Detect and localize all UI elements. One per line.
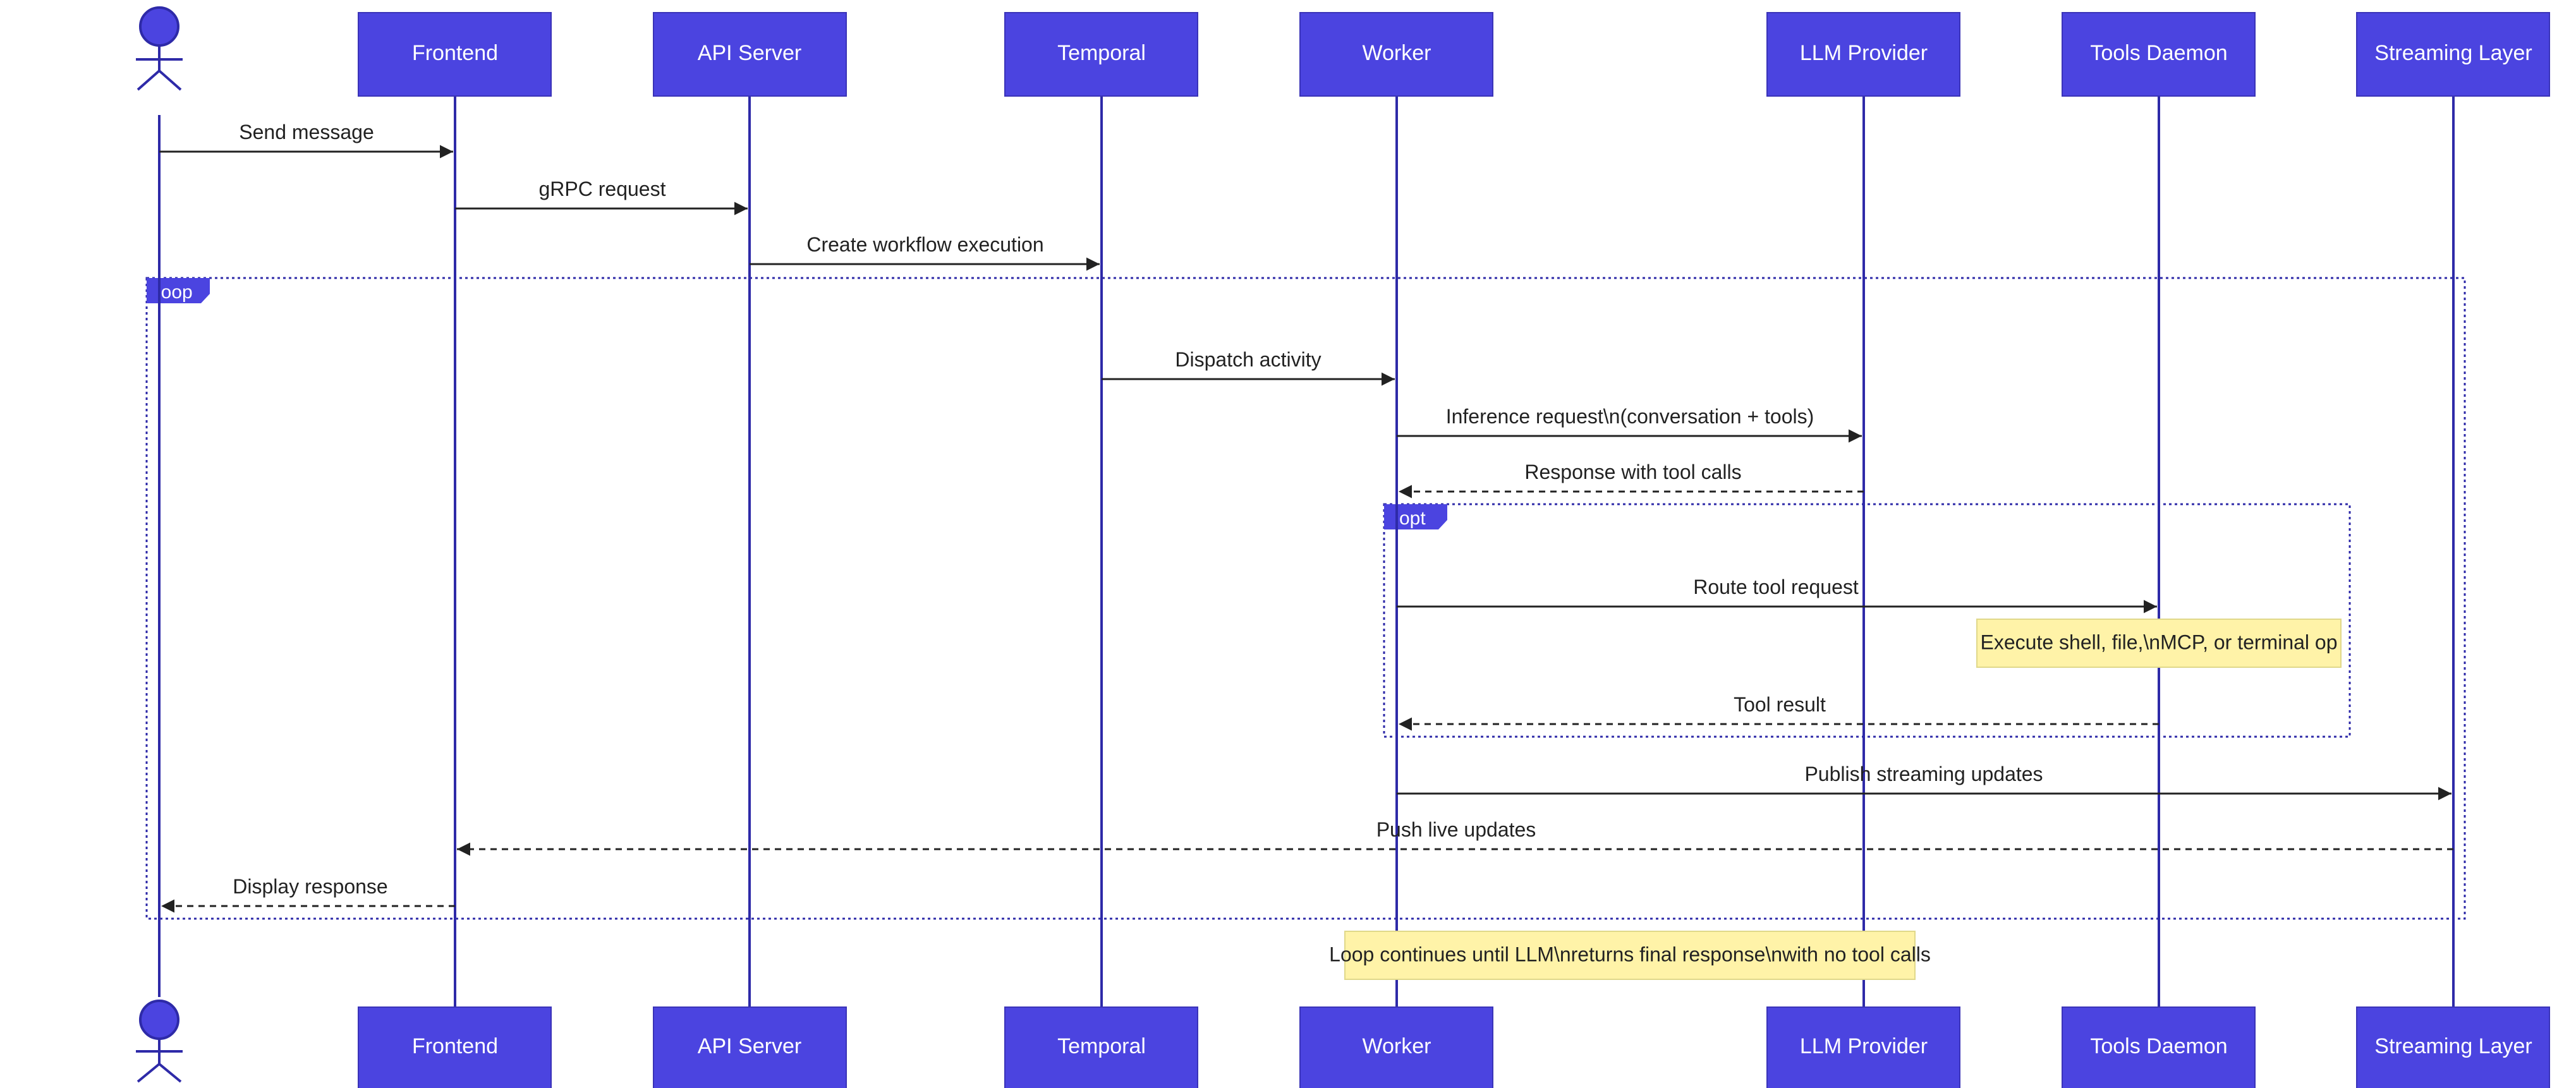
participant-api-server: API Server [653, 1006, 847, 1088]
message-inference-request: Inference request\n(conversation + tools… [1397, 405, 1862, 443]
participant-label: LLM Provider [1800, 41, 1928, 65]
lifelines [158, 96, 2455, 1007]
message-route-tool-request: Route tool request [1397, 576, 2157, 614]
note-text: Execute shell, file,\nMCP, or terminal o… [1981, 631, 2338, 653]
participant-tools-daemon: Tools Daemon [2062, 1006, 2256, 1088]
participant-label: Worker [1363, 1034, 1431, 1058]
participant-label: LLM Provider [1800, 1034, 1928, 1058]
opt-frame-label: opt [1399, 508, 1426, 529]
participants-top: Frontend API Server Temporal Worker LLM … [358, 12, 2550, 97]
participant-llm-provider: LLM Provider [1766, 1006, 1960, 1088]
message-display-response: Display response [161, 875, 455, 913]
message-label: gRPC request [539, 178, 666, 200]
note-text: Loop continues until LLM\nreturns final … [1329, 943, 1931, 965]
message-create-workflow: Create workflow execution [750, 233, 1100, 271]
opt-frame: opt [1383, 503, 2351, 738]
note-loop-continues: Loop continues until LLM\nreturns final … [1329, 931, 1931, 980]
participant-api-server: API Server [653, 12, 847, 97]
participant-tools-daemon: Tools Daemon [2062, 12, 2256, 97]
message-label: Create workflow execution [806, 233, 1043, 256]
message-label: Response with tool calls [1524, 461, 1741, 483]
user-actor-bottom [136, 1000, 183, 1083]
message-label: Send message [239, 121, 374, 143]
participant-label: Frontend [412, 1034, 498, 1058]
participant-label: Tools Daemon [2090, 1034, 2227, 1058]
message-label: Push live updates [1376, 818, 1536, 841]
participant-frontend: Frontend [358, 12, 552, 97]
participant-label: Streaming Layer [2374, 41, 2532, 65]
message-label: Display response [233, 875, 387, 898]
message-send-message: Send message [159, 121, 453, 159]
participant-temporal: Temporal [1004, 1006, 1198, 1088]
participant-streaming-layer: Streaming Layer [2356, 12, 2550, 97]
participant-label: Worker [1363, 41, 1431, 65]
participant-label: API Server [698, 41, 801, 65]
participant-temporal: Temporal [1004, 12, 1198, 97]
message-tool-result: Tool result [1399, 693, 2159, 731]
loop-frame-label: loop [157, 282, 193, 303]
loop-frame: loop [145, 277, 2466, 920]
message-label: Publish streaming updates [1804, 763, 2043, 785]
participant-label: Streaming Layer [2374, 1034, 2532, 1058]
participant-label: API Server [698, 1034, 801, 1058]
participants-bottom: Frontend API Server Temporal Worker LLM … [358, 1006, 2550, 1088]
message-label: Dispatch activity [1175, 348, 1321, 371]
messages: Send message gRPC request Create workflo… [159, 121, 2453, 913]
participant-label: Temporal [1057, 1034, 1146, 1058]
message-dispatch-activity: Dispatch activity [1102, 348, 1395, 386]
message-publish-streaming: Publish streaming updates [1397, 763, 2451, 801]
participant-label: Frontend [412, 41, 498, 65]
participant-frontend: Frontend [358, 1006, 552, 1088]
note-execute: Execute shell, file,\nMCP, or terminal o… [1976, 619, 2342, 668]
participant-label: Temporal [1057, 41, 1146, 65]
message-label: Tool result [1734, 693, 1826, 716]
message-push-live-updates: Push live updates [457, 818, 2453, 856]
participant-worker: Worker [1299, 12, 1493, 97]
message-response-tool-calls: Response with tool calls [1399, 461, 1864, 499]
message-label: Route tool request [1693, 576, 1859, 598]
message-label: Inference request\n(conversation + tools… [1446, 405, 1814, 428]
user-actor-top [136, 6, 183, 91]
message-grpc-request: gRPC request [455, 178, 748, 215]
participant-label: Tools Daemon [2090, 41, 2227, 65]
participant-streaming-layer: Streaming Layer [2356, 1006, 2550, 1088]
participant-llm-provider: LLM Provider [1766, 12, 1960, 97]
participant-worker: Worker [1299, 1006, 1493, 1088]
